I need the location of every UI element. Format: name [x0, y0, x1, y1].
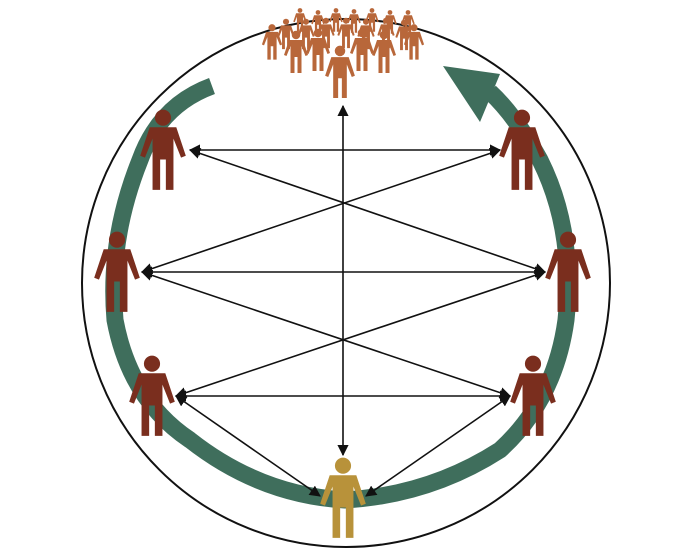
crowd-person-icon [284, 30, 308, 73]
connection-arrow-lower-right-to-bottom [365, 395, 511, 497]
person-icon-top-left [140, 109, 186, 190]
crowd-person-icon [311, 10, 325, 34]
crowd-person-icon [325, 45, 355, 99]
connection-arrow-middle-right-to-lower-left [174, 269, 547, 399]
connection-arrow-top-right-to-middle-left [140, 147, 502, 275]
crowd-person-icon [277, 18, 295, 50]
crowd-person-icon [337, 17, 355, 49]
crowd-person-icon [306, 28, 330, 71]
crowd-person-icon [357, 18, 375, 50]
crowd-person-icon [347, 9, 361, 33]
connection-arrow-lower-left-to-bottom [175, 395, 321, 497]
crowd-person-icon [395, 19, 413, 51]
crowd-person-icon [365, 8, 379, 32]
connection-arrow-top-left-to-middle-right [188, 147, 547, 275]
person-icon-middle-right [545, 231, 591, 312]
crowd-person-icon [317, 17, 335, 49]
connection-arrow-middle-left-to-lower-right [140, 269, 512, 399]
crowd-person-icon [261, 24, 283, 60]
crowd-person-icon [401, 10, 415, 34]
person-icon-top-right [499, 109, 545, 190]
crowd-person-icon [293, 8, 307, 32]
crowd-person-icon [350, 28, 374, 71]
person-icon-middle-left [94, 231, 140, 312]
cycle-arrowhead-icon [443, 66, 500, 122]
crowd-icon [261, 8, 425, 99]
person-icon-bottom [320, 457, 366, 538]
person-icon-lower-left [129, 355, 175, 436]
crowd-person-icon [297, 18, 315, 50]
crowd-person-icon [329, 8, 343, 32]
person-icon-lower-right [510, 355, 556, 436]
crowd-person-icon [403, 24, 425, 60]
crowd-person-icon [372, 30, 396, 73]
